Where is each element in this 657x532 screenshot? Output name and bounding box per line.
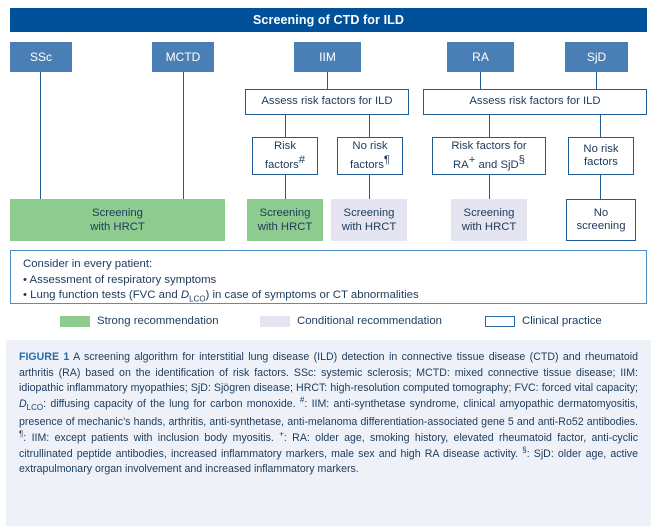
risk-box-iim-norisk: No risk factors¶	[337, 137, 403, 175]
disease-label-iim: IIM	[319, 50, 336, 64]
connector-sjd-to-assess	[596, 72, 598, 90]
connector-norisk-to-result-sjd	[600, 175, 602, 199]
connector-assess-to-norisk-iim	[369, 115, 371, 137]
connector-risk-to-result-ra-sjd	[489, 175, 491, 199]
caption-marker-plus: +	[279, 429, 284, 439]
disease-label-ssc: SSc	[29, 50, 52, 64]
consider-bullet-2: • Lung function tests (FVC and DLCO) in …	[23, 288, 646, 307]
legend-swatch-lavender-icon	[260, 315, 290, 327]
legend-item-clinical: Clinical practice	[485, 311, 602, 331]
result-line2-iim-risk: with HRCT	[257, 221, 313, 233]
connector-ssc-to-screening	[40, 72, 42, 199]
result-line1-ra-sjd: Screening	[463, 207, 515, 219]
legend: Strong recommendation Conditional recomm…	[10, 311, 647, 331]
legend-swatch-outline-icon	[485, 315, 515, 327]
connector-assess-to-risk-iim	[285, 115, 287, 137]
assess-label-ra-sjd: Assess risk factors for ILD	[469, 95, 601, 108]
header-title: Screening of CTD for ILD	[252, 13, 404, 27]
disease-box-iim: IIM	[294, 42, 361, 72]
consider-bullet-2-post: ) in case of symptoms or CT abnormalitie…	[205, 289, 419, 301]
caption-dlco-subscript: LCO	[26, 402, 44, 412]
result-line2-no-screening: screening	[576, 220, 626, 232]
norisk-line1-iim: No risk	[352, 140, 388, 153]
assess-box-ra-sjd: Assess risk factors for ILD	[423, 89, 647, 115]
caption-note-section: : SjD: older age, active extrapulmonary …	[19, 447, 638, 476]
figure-caption: FIGURE 1 A screening algorithm for inter…	[6, 340, 651, 526]
result-line2-ssc-mctd: with HRCT	[90, 221, 145, 233]
caption-body-2: : diffusing capacity of the lung for car…	[43, 397, 300, 410]
result-line1-no-screening: No	[593, 206, 609, 219]
disease-label-sjd: SjD	[586, 50, 607, 64]
legend-swatch-green-icon	[60, 315, 90, 327]
connector-risk-to-result-iim	[285, 175, 287, 199]
norisk-line1-sjd: No risk	[583, 142, 619, 155]
connector-ra-to-assess	[480, 72, 482, 90]
risk-line1-iim: Risk	[274, 140, 296, 153]
caption-note-pilcrow: : IIM: except patients with inclusion bo…	[23, 432, 280, 445]
figure-number-label: FIGURE 1	[19, 351, 70, 363]
result-line1-ssc-mctd: Screening	[92, 207, 143, 219]
caption-marker-pilcrow: ¶	[19, 429, 24, 439]
consider-bullet-1: • Assessment of respiratory symptoms	[23, 273, 217, 286]
norisk-line2-iim: factors	[350, 158, 384, 171]
consider-bullet-2-pre: • Lung function tests (FVC and	[23, 289, 181, 301]
disease-box-ra: RA	[447, 42, 514, 72]
result-line1-iim-norisk: Screening	[343, 207, 395, 219]
legend-item-strong: Strong recommendation	[60, 311, 219, 331]
legend-item-conditional: Conditional recommendation	[260, 311, 442, 331]
connector-mctd-to-screening	[183, 72, 185, 199]
risk-box-iim-risk: Risk factors#	[252, 137, 318, 175]
risk-marker-ra: +	[468, 153, 476, 166]
risk-line2b-ra-sjd: and SjD	[475, 158, 519, 171]
risk-line2-ra-sjd: RA	[453, 158, 469, 171]
norisk-line2-sjd: factors	[584, 156, 618, 168]
result-line2-ra-sjd: with HRCT	[461, 221, 517, 233]
result-line2-iim-norisk: with HRCT	[341, 221, 397, 233]
legend-label-clinical: Clinical practice	[522, 315, 602, 327]
caption-note-plus: : RA: older age, smoking history, elevat…	[19, 432, 638, 460]
assess-box-iim: Assess risk factors for ILD	[245, 89, 409, 115]
legend-label-strong: Strong recommendation	[97, 315, 219, 327]
connector-assess-to-norisk-ra-sjd	[600, 115, 602, 137]
connector-iim-to-assess	[327, 72, 329, 90]
legend-label-conditional: Conditional recommendation	[297, 315, 442, 327]
risk-line2-iim: factors	[264, 158, 299, 171]
disease-box-mctd: MCTD	[152, 42, 214, 72]
dlco-subscript: LCO	[189, 294, 206, 304]
result-box-ra-sjd-risk: Screening with HRCT	[451, 199, 527, 241]
risk-line1-ra-sjd: Risk factors for	[451, 140, 527, 153]
disease-box-sjd: SjD	[565, 42, 628, 72]
assess-label-iim: Assess risk factors for ILD	[261, 95, 393, 108]
caption-marker-section: §	[522, 445, 527, 455]
risk-marker-sjd: §	[518, 153, 525, 166]
dlco-symbol: D	[180, 289, 190, 301]
result-line1-iim-risk: Screening	[259, 207, 311, 219]
disease-label-ra: RA	[472, 50, 489, 64]
result-box-iim-risk: Screening with HRCT	[247, 199, 323, 241]
caption-body-1: A screening algorithm for interstitial l…	[19, 351, 639, 395]
norisk-marker-iim: ¶	[383, 153, 390, 166]
caption-dlco-symbol: D	[19, 397, 27, 410]
connector-norisk-to-result-iim	[369, 175, 371, 199]
caption-marker-hash: #	[299, 395, 305, 405]
risk-marker-iim: #	[298, 153, 306, 166]
result-box-iim-norisk: Screening with HRCT	[331, 199, 407, 241]
consider-box: Consider in every patient: • Assessment …	[10, 250, 647, 304]
disease-label-mctd: MCTD	[165, 50, 201, 64]
consider-heading: Consider in every patient:	[23, 258, 153, 270]
disease-box-ssc: SSc	[10, 42, 72, 72]
connector-assess-to-risk-ra-sjd	[489, 115, 491, 137]
caption-note-hash: : IIM: anti-synthetase syndrome, clinica…	[19, 397, 638, 429]
result-box-ssc-mctd: Screening with HRCT	[10, 199, 225, 241]
header-bar: Screening of CTD for ILD	[10, 8, 647, 32]
